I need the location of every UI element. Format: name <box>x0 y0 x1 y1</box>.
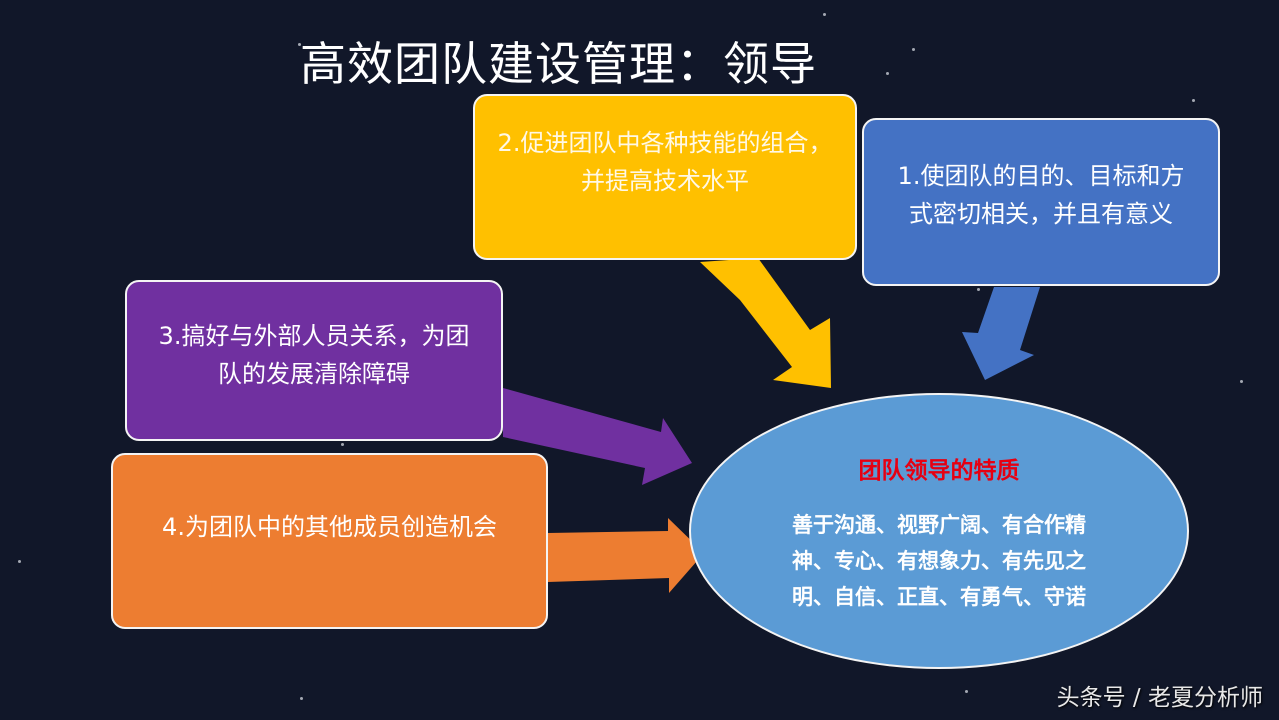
star-decoration <box>977 288 980 291</box>
leader-traits-line-3: 明、自信、正直、有勇气、守诺 <box>792 585 1086 609</box>
star-decoration <box>298 43 301 46</box>
leader-traits-line-2: 神、专心、有想象力、有先见之 <box>792 549 1086 573</box>
star-decoration <box>300 697 303 700</box>
leader-traits-ellipse: 团队领导的特质 善于沟通、视野广阔、有合作精 神、专心、有想象力、有先见之 明、… <box>689 393 1189 669</box>
point-3-line-1: 3.搞好与外部人员关系，为团 <box>158 321 470 350</box>
leader-traits-title: 团队领导的特质 <box>858 458 1020 484</box>
star-decoration <box>1240 380 1243 383</box>
star-decoration <box>965 690 968 693</box>
point-1-line-2: 式密切相关，并且有意义 <box>909 200 1173 228</box>
slide-title: 高效团队建设管理：领导 <box>300 37 817 91</box>
leader-traits-body: 善于沟通、视野广阔、有合作精 神、专心、有想象力、有先见之 明、自信、正直、有勇… <box>761 507 1117 615</box>
point-3-line-2: 队的发展清除障碍 <box>218 359 410 388</box>
point-2-line-2: 并提高技术水平 <box>581 167 749 195</box>
point-4-line-1: 4.为团队中的其他成员创造机会 <box>162 513 497 541</box>
point-1-line-1: 1.使团队的目的、目标和方 <box>897 162 1185 190</box>
star-decoration <box>1192 99 1195 102</box>
star-decoration <box>823 13 826 16</box>
arrow-orange-icon <box>548 518 704 593</box>
point-box-3: 3.搞好与外部人员关系，为团 队的发展清除障碍 <box>125 280 503 441</box>
arrow-purple-icon <box>503 388 692 485</box>
star-decoration <box>912 48 915 51</box>
point-box-1: 1.使团队的目的、目标和方 式密切相关，并且有意义 <box>862 118 1220 286</box>
point-box-2: 2.促进团队中各种技能的组合， 并提高技术水平 <box>473 94 857 260</box>
watermark: 头条号 / 老夏分析师 <box>1056 685 1263 711</box>
star-decoration <box>18 560 21 563</box>
point-box-4: 4.为团队中的其他成员创造机会 <box>111 453 548 629</box>
point-2-line-1: 2.促进团队中各种技能的组合， <box>497 129 833 157</box>
leader-traits-line-1: 善于沟通、视野广阔、有合作精 <box>792 513 1086 537</box>
arrow-yellow-icon <box>700 258 831 388</box>
star-decoration <box>341 443 344 446</box>
arrow-blue-icon <box>962 287 1040 380</box>
star-decoration <box>886 72 889 75</box>
